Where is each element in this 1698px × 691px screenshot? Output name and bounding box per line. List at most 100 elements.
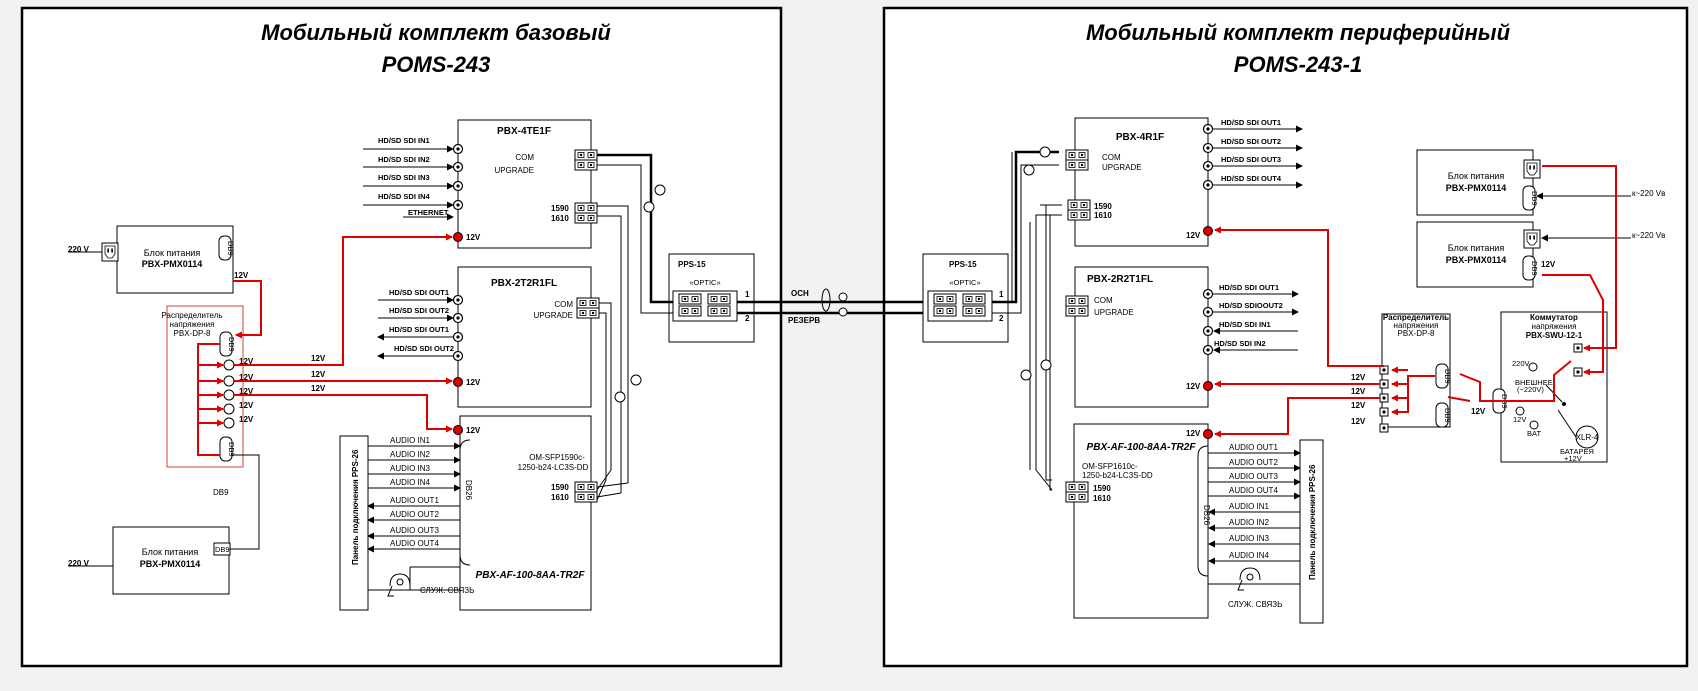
dist-out-label: 12V bbox=[239, 401, 254, 410]
battery-sub-label: +12V bbox=[1564, 454, 1582, 463]
power-pin-icon bbox=[1203, 226, 1213, 236]
db9-label: DB9 bbox=[227, 337, 236, 352]
right-pps15[interactable]: PPS-15 «OPTIC» 1 2 bbox=[922, 253, 1009, 343]
audio-label: AUDIO IN2 bbox=[390, 450, 431, 459]
headset-icon bbox=[1237, 567, 1261, 591]
left-pbx4te1f-name: PBX-4TE1F bbox=[497, 126, 551, 137]
db9-label: DB9 bbox=[1530, 191, 1539, 206]
panel-label: Панель подключения PPS-26 bbox=[1308, 464, 1317, 580]
right-voltage-switch[interactable]: Коммутатор напряжения PBX-SWU-12-1 220V … bbox=[1492, 311, 1608, 463]
ext-label: ВНЕШНЕЕ bbox=[1515, 378, 1553, 387]
sdi-out-label: HD/SD SDI OUT2 bbox=[1221, 137, 1281, 146]
left-psu1[interactable]: DB9 Блок питания PBX-PMX0114 220 V 12V bbox=[68, 225, 249, 294]
fiber-loop-icon bbox=[1040, 359, 1052, 371]
ethernet-label: ETHERNET bbox=[408, 208, 449, 217]
right-distributor[interactable]: Распределитель напряжения PBX-DP-8 DB9 D… bbox=[1379, 313, 1452, 433]
fiber-loop-icon bbox=[614, 391, 626, 403]
port-2-label: 2 bbox=[745, 314, 750, 323]
sdi-label: HD/SD SDI OUT1 bbox=[389, 325, 449, 334]
psu-out-label: 12V bbox=[1541, 260, 1556, 269]
bnc-connector-icon bbox=[452, 350, 464, 362]
fiber-port-icon bbox=[1065, 491, 1089, 503]
right-psu2[interactable]: Блок питания PBX-PMX0114 DB9 к~220 Vв 12… bbox=[1416, 221, 1665, 288]
bnc-connector-icon bbox=[1202, 142, 1214, 154]
left-distributor[interactable]: Распределитель напряжения PBX-DP-8 DB9 D… bbox=[161, 305, 254, 468]
fiber-loop-icon bbox=[1023, 164, 1035, 176]
right-panel-pps26[interactable]: Панель подключения PPS-26 bbox=[1299, 439, 1324, 624]
wl-label: 1590 bbox=[1093, 484, 1111, 493]
power-pin-icon bbox=[1203, 381, 1213, 391]
intercom-label: СЛУЖ. СВЯЗЬ bbox=[420, 586, 474, 595]
sdi-out-label: HD/SD SDI OUT4 bbox=[1221, 174, 1282, 183]
dist-line1: Распределитель bbox=[161, 311, 222, 320]
right-pbx2r2t1fl[interactable]: PBX-2R2T1FL COM UPGRADE HD/SD SDI OUT1 H… bbox=[1065, 266, 1299, 408]
db9-label: DB9 bbox=[226, 241, 235, 256]
optic-port-icon bbox=[707, 305, 731, 317]
fiber-port-icon bbox=[574, 481, 598, 493]
right-pbxaf-name: PBX-AF-100-8AA-TR2F bbox=[1087, 442, 1197, 453]
ext-sub-label: (~220V) bbox=[1517, 385, 1544, 394]
com-label: COM bbox=[515, 153, 534, 162]
ac-input-label: к~220 Vв bbox=[1632, 189, 1665, 198]
sdi-in-label: HD/SD SDI IN1 bbox=[378, 136, 430, 145]
upgrade-port-icon bbox=[574, 159, 598, 171]
indicator-lamp-icon bbox=[1528, 362, 1538, 372]
power-pin-icon bbox=[453, 425, 463, 435]
dist-out-label: 12V bbox=[1351, 401, 1366, 410]
wire-12v-label: 12V bbox=[311, 384, 326, 393]
v12-label: 12V bbox=[1513, 415, 1526, 424]
left-pps15[interactable]: PPS-15 «OPTIC» 1 2 bbox=[668, 253, 755, 343]
db26-label: DB26 bbox=[464, 480, 473, 501]
right-pbx4r1f[interactable]: PBX-4R1F COM UPGRADE 1590 1610 HD/SD SDI… bbox=[1065, 117, 1303, 247]
fiber-loop-icon bbox=[1020, 369, 1032, 381]
left-panel-pps26[interactable]: Панель подключения PPS-26 bbox=[339, 435, 369, 611]
terminal-icon bbox=[1379, 423, 1389, 433]
sdi-label: HD/SD SDI OUT1 bbox=[1219, 283, 1279, 292]
terminal-icon bbox=[1379, 365, 1389, 375]
right-psu1[interactable]: Блок питания PBX-PMX0114 DB9 к~220 Vв bbox=[1416, 149, 1665, 216]
dist-line3: PBX-DP-8 bbox=[1398, 329, 1435, 338]
bnc-connector-icon bbox=[1202, 288, 1214, 300]
link-main-label: ОСН bbox=[791, 289, 809, 298]
left-pbx4te1f[interactable]: PBX-4TE1F HD/SD SDI IN1 HD/SD SDI IN2 HD… bbox=[363, 119, 598, 249]
terminal-icon bbox=[1379, 393, 1389, 403]
fiber-loop-icon bbox=[643, 201, 655, 213]
right-fiber-routing bbox=[992, 146, 1062, 491]
left-pbxaf-name: PBX-AF-100-8AA-TR2F bbox=[476, 570, 586, 581]
sfp-label: OM-SFP1610c- bbox=[1082, 462, 1138, 471]
bnc-connector-icon bbox=[452, 180, 464, 192]
optic-port-icon bbox=[678, 293, 702, 305]
left-psu2[interactable]: DB9 Блок питания PBX-PMX0114 220 V bbox=[68, 526, 231, 595]
upgrade-label: UPGRADE bbox=[533, 311, 573, 320]
right-pbxaf[interactable]: 12V PBX-AF-100-8AA-TR2F OM-SFP1610c- 125… bbox=[1065, 423, 1213, 619]
panel-label: Панель подключения PPS-26 bbox=[351, 449, 360, 565]
switch-line1: Коммутатор bbox=[1530, 313, 1578, 322]
right-power-wiring bbox=[1214, 165, 1617, 438]
sdi-in-label: HD/SD SDI IN2 bbox=[378, 155, 430, 164]
terminal-icon bbox=[1379, 407, 1389, 417]
power-label: 12V bbox=[1186, 429, 1201, 438]
power-label: 12V bbox=[466, 378, 481, 387]
terminal-icon bbox=[1573, 367, 1583, 377]
upgrade-port-icon bbox=[1065, 159, 1089, 171]
left-pbx2t2r1fl[interactable]: PBX-2T2R1FL HD/SD SDI OUT1 HD/SD SDI OUT… bbox=[377, 266, 600, 408]
sdi-label: HD/SD SDI OUT2 bbox=[394, 344, 454, 353]
wl-label: 1590 bbox=[551, 483, 569, 492]
left-pbxaf[interactable]: 12V DB26 OM-SFP1590c- 1250-b24-LC3S-DD 1… bbox=[453, 415, 598, 611]
sdi-out-label: HD/SD SDI OUT3 bbox=[1221, 155, 1281, 164]
bnc-connector-icon bbox=[452, 312, 464, 324]
fiber-port-icon bbox=[574, 491, 598, 503]
com-port-icon bbox=[1065, 295, 1089, 307]
intercom-label: СЛУЖ. СВЯЗЬ bbox=[1228, 600, 1282, 609]
optic-label: «OPTIC» bbox=[689, 278, 720, 287]
right-title-line2: POMS-243-1 bbox=[1234, 52, 1362, 77]
bat-label: BAT bbox=[1527, 429, 1541, 438]
audio-label: AUDIO IN2 bbox=[1229, 518, 1270, 527]
audio-label: AUDIO OUT1 bbox=[390, 496, 439, 505]
power-pin-icon bbox=[1203, 429, 1213, 439]
db9-label: DB9 bbox=[1443, 408, 1452, 423]
power-inlet-icon bbox=[101, 242, 119, 262]
output-jack-icon bbox=[223, 417, 235, 429]
fiber-loop-icon bbox=[1039, 146, 1051, 158]
left-title-line1: Мобильный комплект базовый bbox=[261, 20, 611, 45]
